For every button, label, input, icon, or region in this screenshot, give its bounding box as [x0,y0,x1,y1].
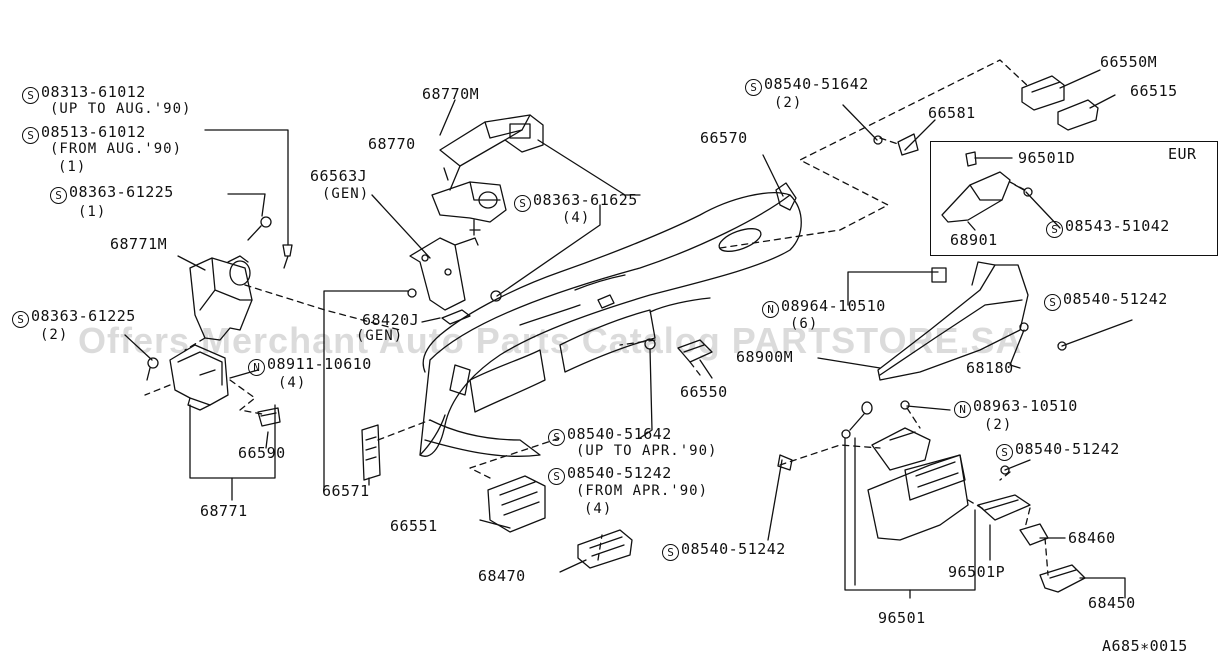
switch-66515 [1057,99,1099,131]
figure-code: A685∗0015 [1102,637,1188,655]
label-96501: 96501 [878,609,926,627]
clip-66570 [775,182,797,211]
center-duct-68770 [431,181,507,236]
instrument-panel [419,192,802,457]
s-symbol: S [50,187,67,204]
label-qty-4b: (4) [278,375,307,391]
label-68771: 68771 [200,502,248,520]
label-66550: 66550 [680,383,728,401]
left-duct-upper [189,255,253,341]
handle-96501p [977,494,1031,521]
label-68450: 68450 [1088,594,1136,612]
switch-66550m [1021,75,1065,111]
left-screws [146,216,293,381]
s-symbol: S [548,429,565,446]
lower-panel-68900m [877,261,1067,381]
label-68901: 68901 [950,231,998,249]
label-region-eur: EUR [1168,145,1197,163]
label-66571: 66571 [322,482,370,500]
label-66550m: 66550M [1100,53,1158,71]
label-68420j: 68420J [362,311,420,329]
s-symbol: S [548,468,565,485]
s-symbol: S [996,444,1013,461]
label-68900m: 68900M [736,348,794,366]
bracket-68470 [577,529,633,569]
clip-68420j [407,288,502,325]
label-up-to-aug90: (UP TO AUG.'90) [50,101,192,117]
s-symbol: S [12,311,29,328]
label-96501d: 96501D [1018,149,1076,167]
s-symbol: S [22,127,39,144]
vent-66550 [644,338,713,363]
n-symbol: N [762,301,779,318]
label-qty-2c: (2) [984,417,1013,433]
leader-lines [124,69,1133,599]
label-qty-6: (6) [790,316,819,332]
label-qty-4a: (4) [562,210,591,226]
label-qty-2a: (2) [40,327,69,343]
label-from-apr90: (FROM APR.'90) [576,483,709,499]
label-68770: 68770 [368,135,416,153]
label-qty-4c: (4) [584,501,613,517]
label-66590: 66590 [238,444,286,462]
clip-68460 [1019,523,1049,546]
label-66515: 66515 [1130,82,1178,100]
glove-box-assembly [777,400,1010,541]
pocket-68450 [1039,564,1086,593]
dashed-lines [144,59,1049,576]
left-vent-66590 [257,407,281,427]
clip-66581 [873,133,919,156]
s-symbol: S [662,544,679,561]
label-66551: 66551 [390,517,438,535]
left-duct-lower [169,344,229,411]
label-66563j: 66563J [310,167,368,185]
unit-66551 [487,475,546,533]
s-symbol: S [1046,221,1063,238]
label-96501p: 96501P [948,563,1006,581]
label-68180: 68180 [966,359,1014,377]
n-symbol: N [954,401,971,418]
label-66570: 66570 [700,129,748,147]
center-duct-68770m [439,114,544,191]
label-qty-1b: (1) [78,204,107,220]
switch-66571 [361,424,381,481]
label-68771m: 68771M [110,235,168,253]
eur-region-box [930,141,1218,256]
s-symbol: S [1044,294,1061,311]
s-symbol: S [514,195,531,212]
label-68460: 68460 [1068,529,1116,547]
label-68470: 68470 [478,567,526,585]
label-66581: 66581 [928,104,976,122]
n-symbol: N [248,359,265,376]
s-symbol: S [22,87,39,104]
label-gen2: (GEN) [356,328,404,344]
label-qty-1a: (1) [58,159,87,175]
label-68770m: 68770M [422,85,480,103]
bracket-66563j [409,237,479,311]
label-qty-2b: (2) [774,95,803,111]
s-symbol: S [745,79,762,96]
label-from-aug90: (FROM AUG.'90) [50,141,183,157]
watermark-text: Offers Merchant Auto Parts Catalog PARTS… [78,320,1023,361]
label-up-to-apr90: (UP TO APR.'90) [576,443,718,459]
label-gen: (GEN) [322,186,370,202]
